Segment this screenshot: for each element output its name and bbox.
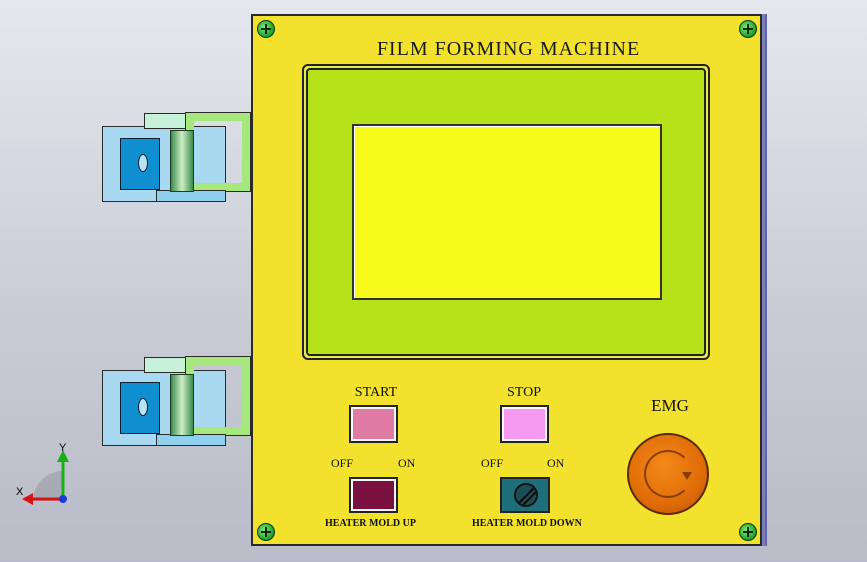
axis-y-label: Y — [59, 442, 67, 454]
hinge-slot — [138, 398, 148, 416]
heater-up-on-label: ON — [398, 456, 416, 470]
panel-side-edge — [760, 16, 766, 546]
hinge-block — [120, 382, 160, 434]
hinge-slot — [138, 154, 148, 172]
heater-mold-up-caption: HEATER MOLD UP — [325, 518, 416, 529]
screw-icon — [739, 20, 757, 38]
selector-knob-icon — [514, 483, 538, 507]
heater-up-off-label: OFF — [331, 456, 354, 470]
emg-label: EMG — [651, 396, 689, 415]
hinge-knuckle-top — [144, 357, 186, 373]
start-button[interactable] — [349, 405, 398, 443]
hinge-knuckle-top — [144, 113, 186, 129]
start-label: START — [354, 385, 398, 400]
screw-icon — [739, 523, 757, 541]
emergency-stop-button[interactable] — [627, 433, 709, 515]
rotate-arrow-icon — [644, 450, 692, 498]
heater-mold-down-caption: HEATER MOLD DOWN — [472, 518, 582, 529]
stop-button[interactable] — [500, 405, 549, 443]
axis-x-label: X — [16, 486, 24, 498]
heater-mold-up-switch[interactable] — [349, 477, 398, 513]
panel-title: FILM FORMING MACHINE — [376, 38, 641, 60]
stop-label: STOP — [507, 385, 541, 400]
hinge-pin — [170, 374, 194, 436]
hmi-touch-screen[interactable] — [352, 124, 662, 300]
heater-down-on-label: ON — [547, 456, 565, 470]
heater-down-off-label: OFF — [481, 456, 504, 470]
heater-mold-down-switch[interactable] — [500, 477, 550, 513]
hinge-pin — [170, 130, 194, 192]
screw-icon — [257, 20, 275, 38]
screw-icon — [257, 523, 275, 541]
